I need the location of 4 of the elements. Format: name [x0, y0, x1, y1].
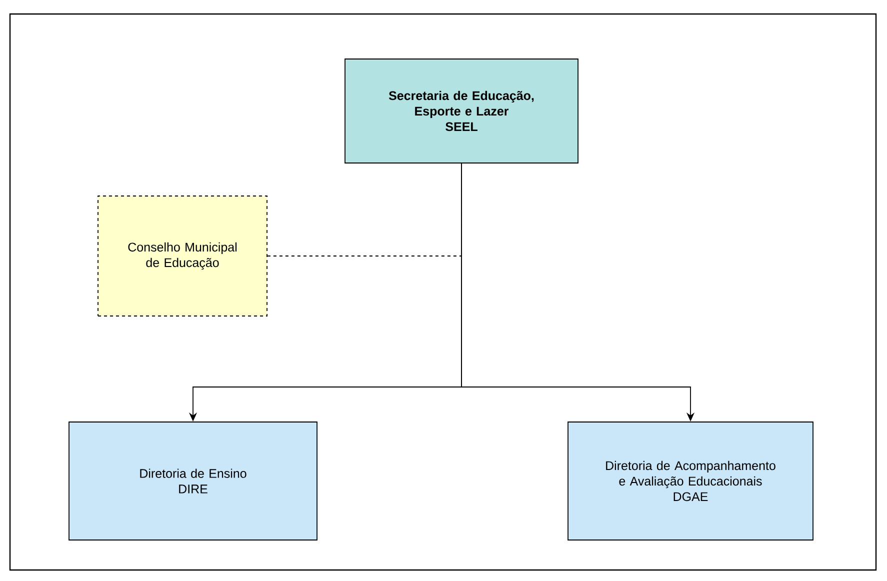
council-box: Conselho Municipal de Educação [98, 196, 268, 316]
department-box: Diretoria de Ensino DIRE [68, 422, 318, 540]
office-box: Secretaria de Educação, Esporte e Lazer SEEL [344, 58, 578, 164]
department-box: Diretoria de Acompanhamento e Avaliação Educacionais DGAE [568, 422, 814, 540]
